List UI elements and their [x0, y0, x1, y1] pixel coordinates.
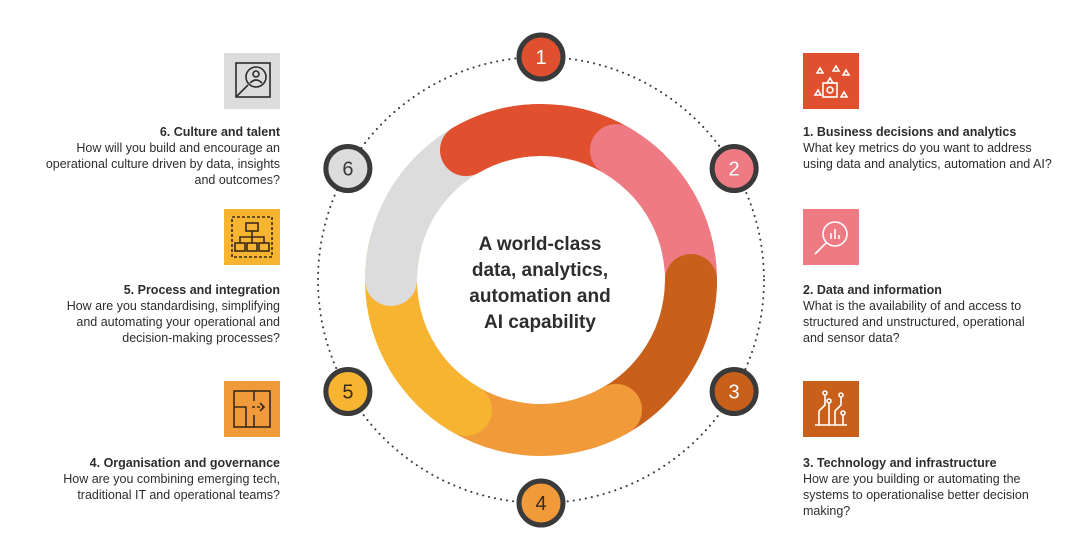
block-question-line: What key metrics do you want to address [803, 141, 1032, 155]
block-data-information: 2. Data and information What is the avai… [803, 282, 1079, 346]
number-badge-6: 6 [323, 144, 373, 193]
block-question-line: How are you combining emerging tech, [63, 472, 280, 486]
center-title-line: AI capability [484, 312, 596, 333]
block-heading: 3. Technology and infrastructure [803, 456, 997, 470]
block-question-line: and outcomes? [194, 173, 280, 187]
ring-segment-business-cap [440, 104, 567, 177]
center-title-line: data, analytics, [471, 260, 609, 281]
number-badges: 1 2 3 4 5 6 [323, 32, 759, 528]
magnifier-chart-icon [803, 209, 859, 265]
block-technology-infrastructure: 3. Technology and infrastructure How are… [803, 455, 1079, 519]
analytics-icon [803, 53, 859, 109]
number-badge-label: 6 [342, 159, 353, 181]
center-title-line: automation and [469, 286, 611, 307]
block-heading: 2. Data and information [803, 283, 942, 297]
org-chart-icon [224, 209, 280, 265]
number-badge-4: 4 [516, 478, 566, 528]
block-question-line: and sensor data? [803, 331, 900, 345]
block-question-line: and automating your operational and [76, 315, 280, 329]
number-badge-1: 1 [516, 32, 566, 82]
block-question-line: using data and analytics, automation and… [803, 157, 1052, 171]
block-question-line: How are you building or automating the [803, 472, 1021, 486]
number-badge-label: 1 [535, 47, 546, 69]
block-heading: 4. Organisation and governance [89, 456, 280, 470]
person-search-icon [224, 53, 280, 109]
number-badge-2: 2 [709, 144, 759, 193]
block-heading: 6. Culture and talent [159, 125, 280, 139]
block-organisation-governance: 4. Organisation and governance How are y… [0, 455, 280, 503]
number-badge-label: 3 [729, 382, 740, 404]
block-heading: 5. Process and integration [123, 283, 280, 297]
number-badge-5: 5 [323, 367, 373, 416]
block-question-line: systems to operationalise better decisio… [803, 488, 1029, 502]
block-heading: 1. Business decisions and analytics [803, 125, 1017, 139]
block-question-line: structured and unstructured, operational [803, 315, 1025, 329]
block-question-line: decision-making processes? [122, 331, 280, 345]
block-process-integration: 5. Process and integration How are you s… [0, 282, 280, 346]
number-badge-circle [709, 367, 759, 416]
block-question-line: traditional IT and operational teams? [77, 488, 280, 502]
block-question-line: What is the availability of and access t… [803, 299, 1022, 313]
ring-segments [365, 104, 717, 456]
number-badge-label: 5 [342, 382, 353, 404]
block-question-line: How will you build and encourage an [76, 141, 280, 155]
center-title: A world-class data, analytics, automatio… [430, 232, 650, 336]
floorplan-icon [224, 381, 280, 437]
block-business-decisions: 1. Business decisions and analytics What… [803, 124, 1079, 172]
number-badge-3: 3 [709, 367, 759, 416]
dotted-orbit [317, 56, 765, 504]
center-title-line: A world-class [478, 234, 602, 255]
number-badge-label: 2 [729, 159, 740, 181]
block-question-line: How are you standardising, simplifying [66, 299, 280, 313]
block-question-line: making? [803, 504, 851, 518]
number-badge-circle [323, 144, 373, 193]
number-badge-circle [709, 144, 759, 193]
block-question-line: operational culture driven by data, insi… [45, 157, 280, 171]
block-culture-talent: 6. Culture and talent How will you build… [0, 124, 280, 188]
number-badge-circle [516, 478, 566, 528]
number-badge-circle [323, 367, 373, 416]
circuit-icon [803, 381, 859, 437]
number-badge-circle [516, 32, 566, 82]
number-badge-label: 4 [535, 493, 546, 515]
